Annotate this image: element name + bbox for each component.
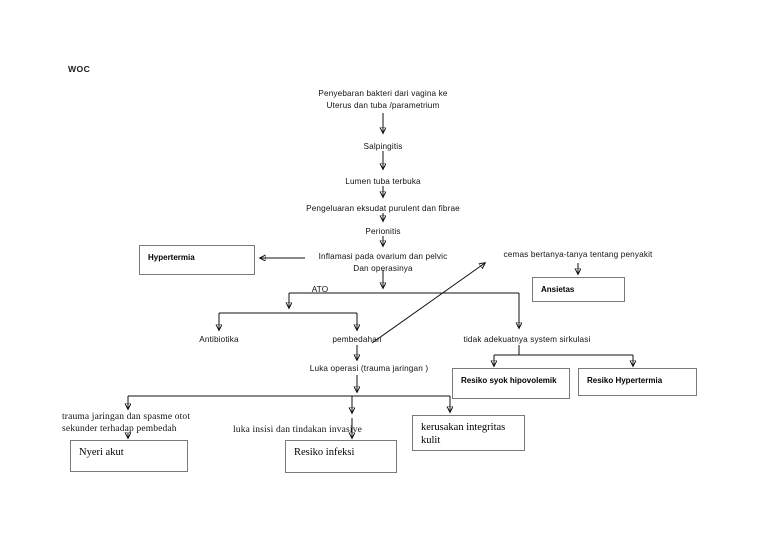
page-title: WOC: [68, 64, 91, 74]
node-label: Pengeluaran eksudat purulent dan fibrae: [306, 204, 460, 213]
node-ato: ATO: [312, 284, 329, 296]
box-ansietas[interactable]: Ansietas: [532, 277, 625, 302]
node-label: trauma jaringan dan spasme otot sekunder…: [62, 412, 191, 434]
node-label: Perionitis: [365, 227, 401, 236]
node-perionitis: Perionitis: [365, 226, 400, 238]
node-inflamasi-ovarium: Inflamasi pada ovarium dan pelvic Dan op…: [319, 251, 448, 274]
box-resiko-hypertermia[interactable]: Resiko Hypertermia: [578, 368, 697, 396]
box-label: Resiko Hypertermia: [587, 376, 663, 385]
node-label: Inflamasi pada ovarium dan pelvic Dan op…: [318, 252, 448, 273]
node-antibiotika: Antibiotika: [199, 334, 238, 346]
node-lumen-tuba-terbuka: Lumen tuba terbuka: [345, 176, 421, 188]
node-label: Salpingitis: [363, 142, 403, 151]
box-label: kerusakan integritas kulit: [421, 422, 506, 446]
box-nyeri-akut[interactable]: Nyeri akut: [70, 440, 188, 472]
node-label: tidak adekuatnya system sirkulasi: [463, 335, 591, 344]
box-label: Ansietas: [541, 285, 575, 294]
connector-pembedahan-cemas: [371, 263, 485, 344]
node-label: cemas bertanya-tanya tentang penyakit: [503, 250, 653, 259]
node-label: ATO: [311, 285, 329, 294]
box-label: Resiko infeksi: [294, 447, 355, 458]
node-label: Lumen tuba terbuka: [345, 177, 421, 186]
node-label: luka insisi dan tindakan invasive: [233, 425, 362, 435]
node-luka-insisi-invasive: luka insisi dan tindakan invasive: [233, 424, 362, 436]
box-kerusakan-integritas-kulit[interactable]: kerusakan integritas kulit: [412, 415, 525, 451]
node-salpingitis: Salpingitis: [364, 141, 403, 153]
node-penyebaran-bakteri: Penyebaran bakteri dari vagina ke Uterus…: [318, 88, 447, 111]
node-pengeluaran-eksudat: Pengeluaran eksudat purulent dan fibrae: [306, 203, 460, 215]
node-trauma-jaringan-spasme: trauma jaringan dan spasme otot sekunder…: [62, 411, 190, 435]
node-label: Antibiotika: [199, 335, 239, 344]
node-pembedahan: pembedahan: [332, 334, 381, 346]
node-luka-operasi: Luka operasi (trauma jaringan ): [310, 363, 428, 375]
box-label: Nyeri akut: [79, 447, 124, 458]
box-resiko-infeksi[interactable]: Resiko infeksi: [285, 440, 397, 473]
box-hypertermia[interactable]: Hypertermia: [139, 245, 255, 275]
node-label: pembedahan: [332, 335, 382, 344]
node-cemas-bertanya: cemas bertanya-tanya tentang penyakit: [504, 249, 653, 261]
node-tidak-adekuat-sirkulasi: tidak adekuatnya system sirkulasi: [464, 334, 591, 346]
box-label: Hypertermia: [148, 253, 195, 262]
node-label: Luka operasi (trauma jaringan ): [309, 364, 429, 373]
node-label: Penyebaran bakteri dari vagina ke Uterus…: [318, 89, 448, 110]
box-label: Resiko syok hipovolemik: [461, 376, 557, 385]
box-resiko-syok-hipovolemik[interactable]: Resiko syok hipovolemik: [452, 368, 570, 399]
